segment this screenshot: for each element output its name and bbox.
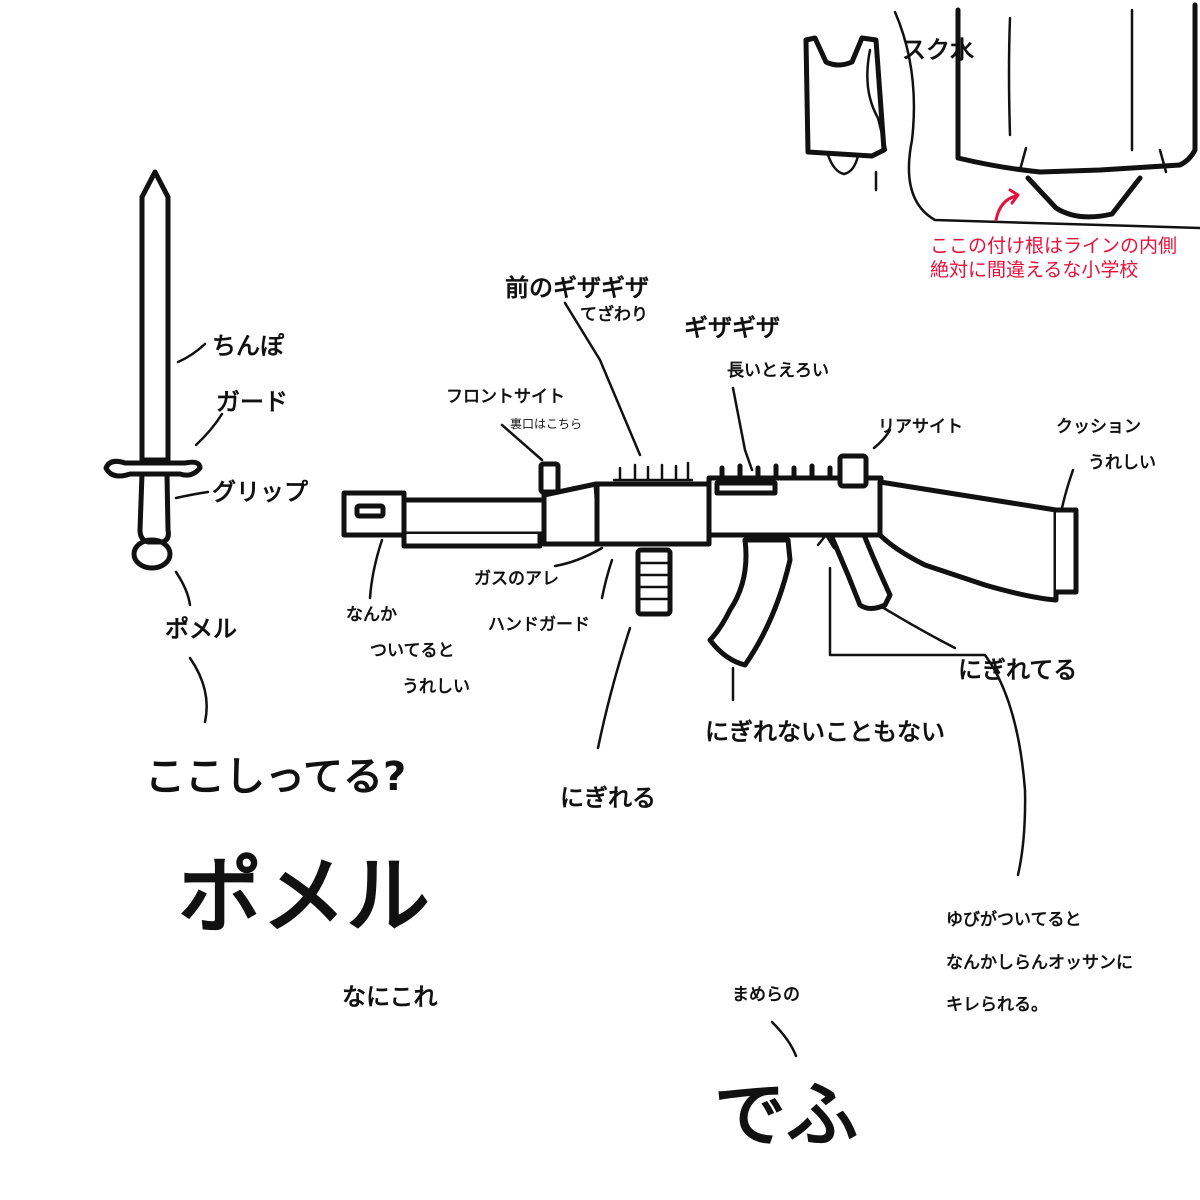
bottom-doodle: でふ bbox=[714, 1073, 858, 1157]
swimsuit-note-line1: ここの付け根はラインの内側 bbox=[930, 235, 1177, 257]
leader-bottom bbox=[770, 1020, 798, 1058]
leader-rear-sight bbox=[872, 428, 892, 450]
label-muzzle-line2: ついてると bbox=[370, 641, 455, 661]
label-grip: グリップ bbox=[212, 478, 309, 506]
leader-front-sight bbox=[500, 423, 544, 462]
rifle-serrations bbox=[612, 461, 837, 482]
label-muzzle-line3: うれしい bbox=[402, 677, 470, 697]
leader-cushion bbox=[1060, 468, 1075, 510]
label-cushion: クッション bbox=[1056, 417, 1141, 437]
leader-front-serration bbox=[563, 301, 642, 457]
label-front-serration-note: てざわり bbox=[580, 304, 648, 325]
leader-handguard bbox=[600, 558, 614, 600]
label-handguard: ハンドガード bbox=[488, 615, 590, 635]
pommel-subtitle: なにこれ bbox=[342, 983, 438, 1011]
label-swimsuit: スク水 bbox=[902, 36, 975, 64]
leader-guard bbox=[194, 412, 224, 447]
label-trigger-line3: キレられる。 bbox=[946, 995, 1048, 1015]
label-front-sight-note: 裏口はこちら bbox=[510, 416, 582, 431]
red-arrow-icon bbox=[994, 194, 1018, 222]
label-sword-tip: ちんぽ bbox=[212, 332, 285, 360]
label-muzzle-line1: なんか bbox=[346, 605, 397, 625]
leader-gas bbox=[553, 546, 604, 568]
label-pommel: ポメル bbox=[165, 615, 237, 643]
leader-grippable bbox=[596, 626, 632, 750]
pommel-title: ポメル bbox=[178, 847, 430, 945]
rifle-drawing bbox=[341, 453, 1079, 668]
leader-pistol-grip bbox=[880, 605, 957, 650]
leader-pommel bbox=[174, 570, 192, 607]
label-front-sight: フロントサイト bbox=[446, 387, 565, 407]
leader-serration bbox=[731, 386, 754, 472]
leader-trigger bbox=[828, 566, 1027, 877]
label-serration: ギザギザ bbox=[684, 314, 780, 342]
label-guard: ガード bbox=[216, 388, 288, 416]
label-trigger-line2: なんかしらんオッサンに bbox=[946, 953, 1133, 973]
label-trigger-line1: ゆびがついてると bbox=[946, 909, 1082, 930]
leader-pommel-question bbox=[188, 656, 208, 724]
swimsuit-note-line2: 絶対に間違えるな小学校 bbox=[930, 259, 1138, 281]
label-cushion-note: うれしい bbox=[1088, 453, 1156, 473]
label-front-serration: 前のギザギザ bbox=[505, 274, 649, 302]
leader-grip bbox=[174, 490, 210, 500]
arrowhead-icon bbox=[1008, 188, 1020, 205]
leader-tip bbox=[176, 342, 207, 364]
label-pistol-grip: にぎれてる bbox=[958, 656, 1077, 684]
leader-muzzle bbox=[368, 538, 384, 600]
label-bottom: まめらの bbox=[732, 985, 800, 1005]
label-rear-sight: リアサイト bbox=[878, 417, 963, 437]
label-serration-note: 長いとえろい bbox=[727, 361, 829, 381]
label-grippable: にぎれる bbox=[560, 784, 656, 812]
sword-drawing bbox=[103, 169, 203, 571]
label-magazine: にぎれないこともない bbox=[705, 718, 945, 746]
swimsuit-drawing bbox=[803, 2, 1200, 230]
label-gas: ガスのアレ bbox=[474, 569, 559, 589]
pommel-question: ここしってる? bbox=[145, 754, 406, 800]
